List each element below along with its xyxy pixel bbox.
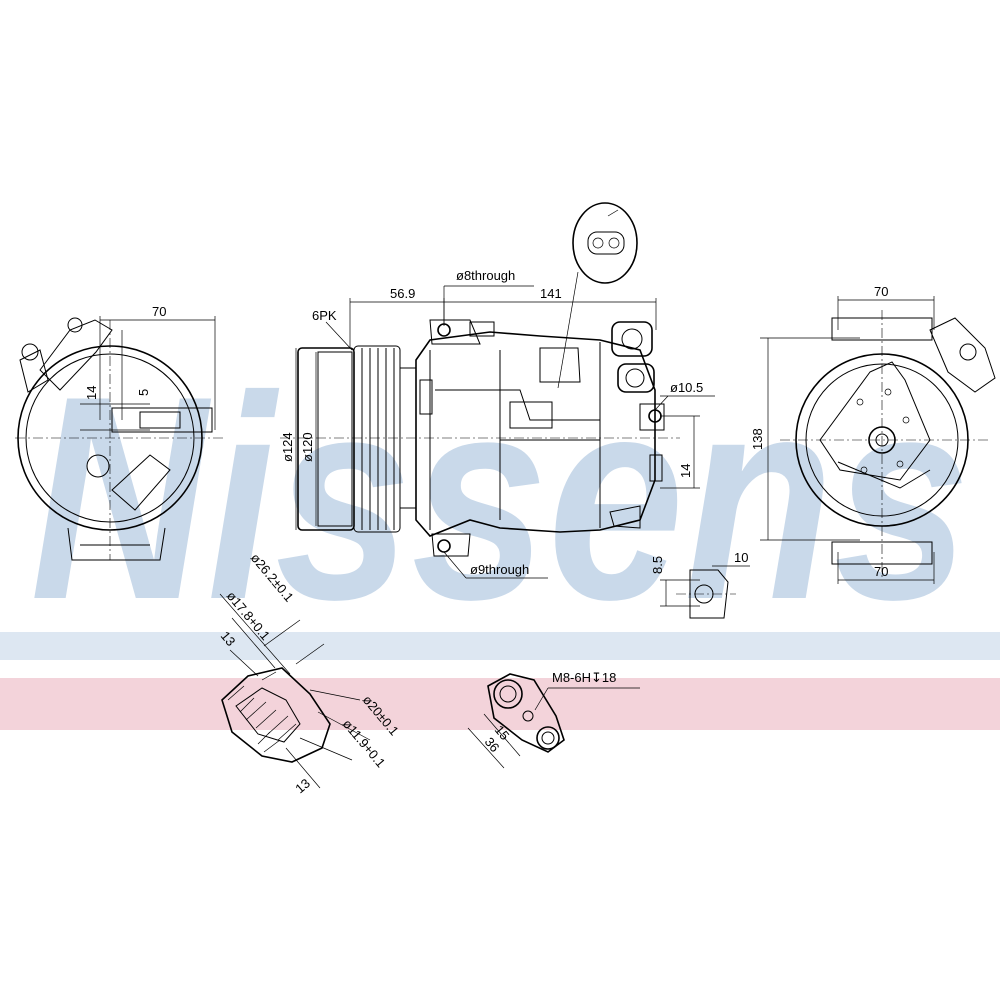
pink-band: [0, 678, 1000, 730]
dim-141-label: 141: [540, 286, 562, 301]
left-view-14-label: 14: [84, 386, 99, 400]
left-view-5-label: 5: [136, 389, 151, 396]
detail-10-label: 10: [734, 550, 748, 565]
dia-124-label: ø124: [280, 432, 295, 462]
hole-right-label: ø10.5: [670, 380, 703, 395]
hole-detail: [660, 565, 750, 619]
pulley-type-label: 6PK: [312, 308, 337, 323]
dim-56-9-label: 56.9: [390, 286, 415, 301]
right-end-view: [760, 296, 996, 584]
side-view: [280, 285, 715, 579]
right-view-bottom-label: 70: [874, 564, 888, 579]
left-end-view: [15, 316, 225, 561]
connector-callout: [557, 202, 638, 389]
hole-top-label: ø8through: [456, 268, 515, 283]
port-section-detail: [219, 593, 371, 789]
right-view-height-label: 138: [750, 428, 765, 450]
thread-label: M8-6H↧18: [552, 670, 616, 685]
left-view-width-label: 70: [152, 304, 166, 319]
hole-bottom-label: ø9through: [470, 562, 529, 577]
blue-band: [0, 632, 1000, 660]
port-13-bottom-label: 13: [292, 776, 313, 797]
right-view-top-label: 70: [874, 284, 888, 299]
dim-14-side-label: 14: [678, 464, 693, 478]
detail-8-5-label: 8.5: [650, 556, 665, 574]
dia-120-label: ø120: [300, 432, 315, 462]
flange-detail: [467, 673, 640, 769]
